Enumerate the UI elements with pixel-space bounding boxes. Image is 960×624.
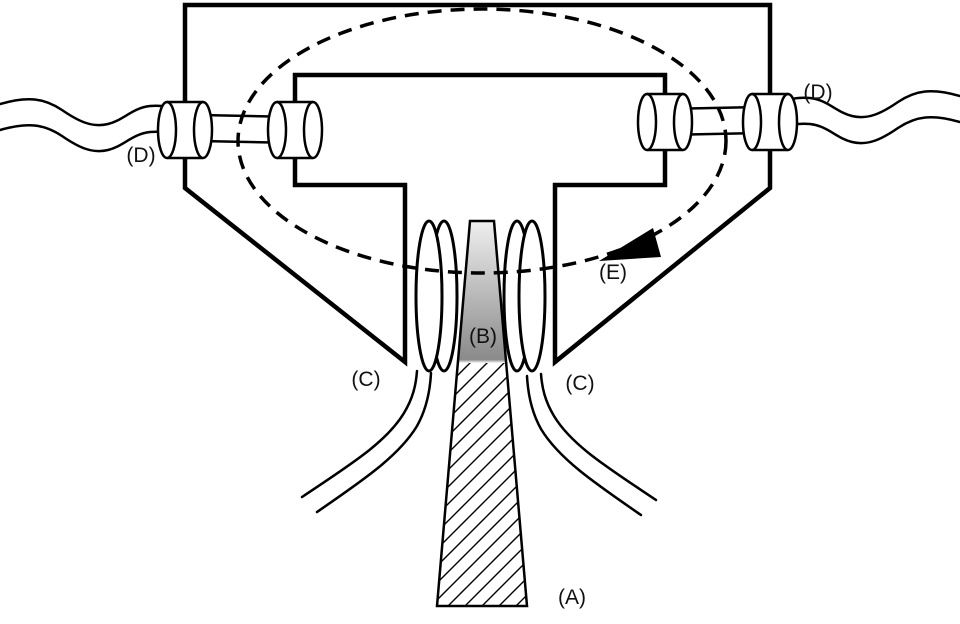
labels: (D) (D) (E) (C) (C) (B) (A) xyxy=(126,81,832,609)
lower-tube-left-outer-wall xyxy=(300,369,419,499)
tip-hatched-section xyxy=(437,363,527,606)
tip-assembly xyxy=(435,219,529,608)
label-feed-tube-right: (D) xyxy=(803,81,832,104)
label-flow-direction: (E) xyxy=(599,261,627,284)
label-tip: (A) xyxy=(558,586,586,609)
sleeve-cap-left xyxy=(266,100,288,160)
sleeve-cap-right xyxy=(302,100,324,160)
lower-tube-left-inner-wall xyxy=(315,371,433,514)
sleeve-cap-left xyxy=(156,100,178,160)
sleeve-cap-right xyxy=(192,100,214,160)
label-collar-left: (C) xyxy=(351,368,380,391)
flow-loop-ellipse xyxy=(236,7,728,275)
wall-sleeve-right-inner xyxy=(636,92,694,152)
lower-tube-right xyxy=(525,372,658,517)
flow-direction-arrow xyxy=(599,228,661,261)
housing xyxy=(182,2,773,367)
lower-tube-right-outer-wall xyxy=(539,372,658,502)
label-tip-upper: (B) xyxy=(469,325,497,348)
sleeve-cap-left xyxy=(741,92,763,152)
label-feed-tube-left: (D) xyxy=(126,144,155,167)
flow-loop xyxy=(236,7,728,275)
housing-body-outline xyxy=(182,2,773,367)
sleeve-cap-right xyxy=(777,92,799,152)
label-collar-right: (C) xyxy=(565,372,594,395)
collar-ring-right-front xyxy=(517,219,547,373)
sleeve-cap-left xyxy=(636,92,658,152)
sleeve-cap-right xyxy=(672,92,694,152)
wall-sleeve-right-outer xyxy=(741,92,799,152)
collar-ring-right xyxy=(502,219,547,373)
lower-tube-right-inner-wall xyxy=(525,374,643,517)
wall-sleeve-left-outer xyxy=(156,100,214,160)
collar-ring-left xyxy=(414,219,459,373)
lower-tube-left xyxy=(300,369,433,514)
wall-sleeve-left-inner xyxy=(266,100,324,160)
collar-ring-left-front xyxy=(414,219,444,373)
